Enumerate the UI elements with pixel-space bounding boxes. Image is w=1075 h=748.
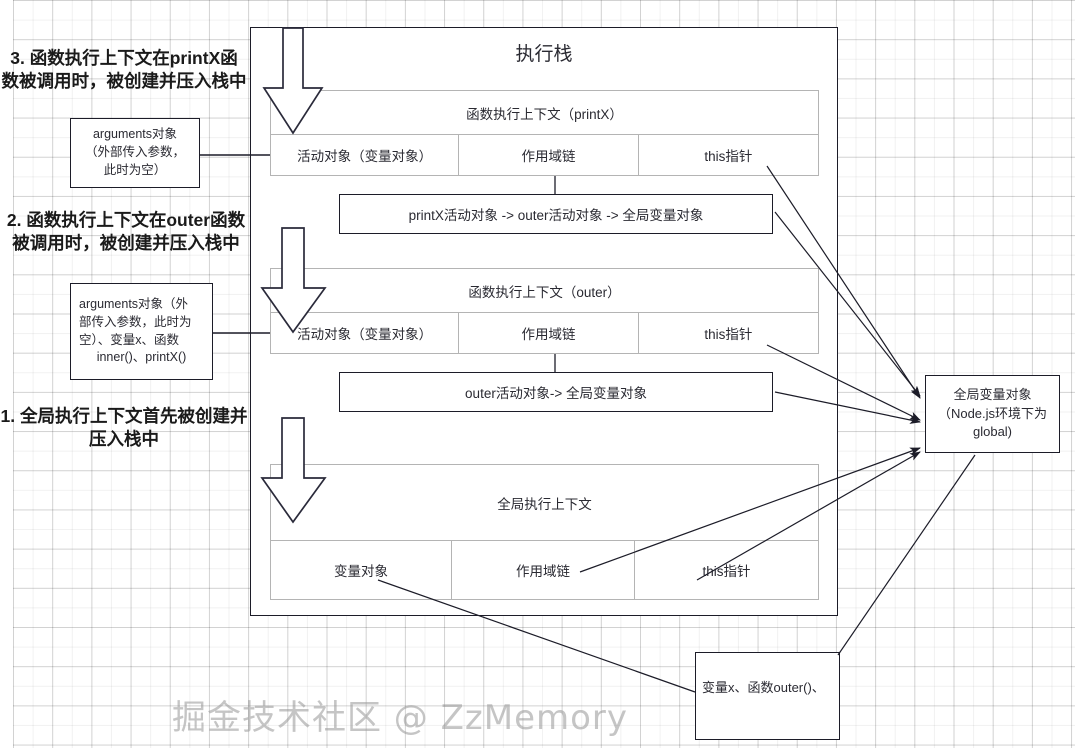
- outer-scope-chain-label: outer活动对象-> 全局变量对象: [465, 386, 647, 401]
- printx-cell-this-pointer: this指针: [639, 135, 818, 175]
- printx-arguments-box: arguments对象 （外部传入参数， 此时为空）: [70, 118, 200, 188]
- outer-cell-scope-chain-label: 作用域链: [521, 327, 576, 342]
- printx-context-header-label: 函数执行上下文（printX）: [466, 106, 623, 122]
- printx-cell-scope-chain-label: 作用域链: [521, 149, 576, 164]
- left-margin: [0, 0, 13, 748]
- annotation-step1-line1: 1. 全局执行上下文首先被创建并: [0, 406, 248, 426]
- global-cell-scope-chain-label: 作用域链: [516, 564, 570, 579]
- global-cell-scope-chain: 作用域链: [452, 541, 635, 599]
- global-variable-object-line1: 全局变量对象: [953, 387, 1032, 403]
- annotation-step3: 3. 函数执行上下文在printX函 数被调用时，被创建并压入栈中: [0, 47, 248, 94]
- annotation-step2-line1: 2. 函数执行上下文在outer函数: [6, 210, 246, 230]
- printx-scope-chain-box: printX活动对象 -> outer活动对象 -> 全局变量对象: [339, 194, 773, 234]
- global-context-header: 全局执行上下文: [270, 464, 819, 540]
- printx-arguments-line1: arguments对象: [92, 127, 178, 142]
- printx-scope-chain-label: printX活动对象 -> outer活动对象 -> 全局变量对象: [408, 208, 704, 223]
- outer-arguments-box: arguments对象（外 部传入参数，此时为 空）、变量x、函数 inner(…: [70, 283, 213, 380]
- printx-context-cells: 活动对象（变量对象） 作用域链 this指针: [270, 134, 819, 176]
- outer-context-header-label: 函数执行上下文（outer）: [468, 284, 621, 300]
- global-context-header-label: 全局执行上下文: [497, 496, 592, 512]
- global-cell-this-pointer-label: this指针: [702, 564, 751, 579]
- printx-context-header: 函数执行上下文（printX）: [270, 90, 819, 134]
- outer-cell-this-pointer: this指针: [639, 313, 818, 353]
- global-context-cells: 变量对象 作用域链 this指针: [270, 540, 819, 600]
- global-variables-label: 变量x、函数outer()、: [702, 680, 825, 695]
- printx-arguments-line2: （外部传入参数，: [84, 145, 185, 160]
- printx-cell-activation-object: 活动对象（变量对象）: [271, 135, 460, 175]
- global-variable-object-line3: global): [972, 424, 1013, 440]
- global-cell-this-pointer: this指针: [635, 541, 818, 599]
- global-variable-object-box: 全局变量对象 （Node.js环境下为 global): [925, 375, 1060, 453]
- annotation-step1: 1. 全局执行上下文首先被创建并 压入栈中: [0, 405, 248, 452]
- global-variables-box: 变量x、函数outer()、: [695, 652, 840, 740]
- outer-arguments-line1: arguments对象（外: [79, 297, 189, 311]
- outer-context-cells: 活动对象（变量对象） 作用域链 this指针: [270, 312, 819, 354]
- execution-stack-title: 执行栈: [515, 44, 573, 65]
- annotation-step2-line2: 被调用时，被创建并压入栈中: [12, 233, 240, 254]
- outer-context-header: 函数执行上下文（outer）: [270, 268, 819, 312]
- outer-cell-scope-chain: 作用域链: [459, 313, 639, 353]
- annotation-step3-line1: 3. 函数执行上下文在printX函: [10, 48, 238, 68]
- annotation-step1-line2: 压入栈中: [89, 429, 159, 450]
- annotation-step3-line2: 数被调用时，被创建并压入栈中: [1, 71, 247, 92]
- outer-arguments-line4: inner()、printX(): [96, 350, 187, 365]
- global-cell-variable-object-label: 变量对象: [334, 564, 388, 579]
- printx-cell-this-pointer-label: this指针: [704, 149, 753, 164]
- outer-arguments-line2: 部传入参数，此时为: [79, 314, 192, 329]
- outer-scope-chain-box: outer活动对象-> 全局变量对象: [339, 372, 773, 412]
- outer-cell-activation-object-label: 活动对象（变量对象）: [297, 327, 433, 342]
- printx-cell-activation-object-label: 活动对象（变量对象）: [297, 149, 433, 164]
- global-cell-variable-object: 变量对象: [271, 541, 452, 599]
- outer-arguments-line3: 空）、变量x、函数: [79, 332, 180, 347]
- global-variable-object-line2: （Node.js环境下为: [937, 405, 1048, 421]
- outer-cell-this-pointer-label: this指针: [704, 327, 753, 342]
- outer-cell-activation-object: 活动对象（变量对象）: [271, 313, 460, 353]
- annotation-step2: 2. 函数执行上下文在outer函数 被调用时，被创建并压入栈中: [0, 209, 252, 256]
- printx-cell-scope-chain: 作用域链: [459, 135, 639, 175]
- printx-arguments-line3: 此时为空）: [103, 162, 167, 177]
